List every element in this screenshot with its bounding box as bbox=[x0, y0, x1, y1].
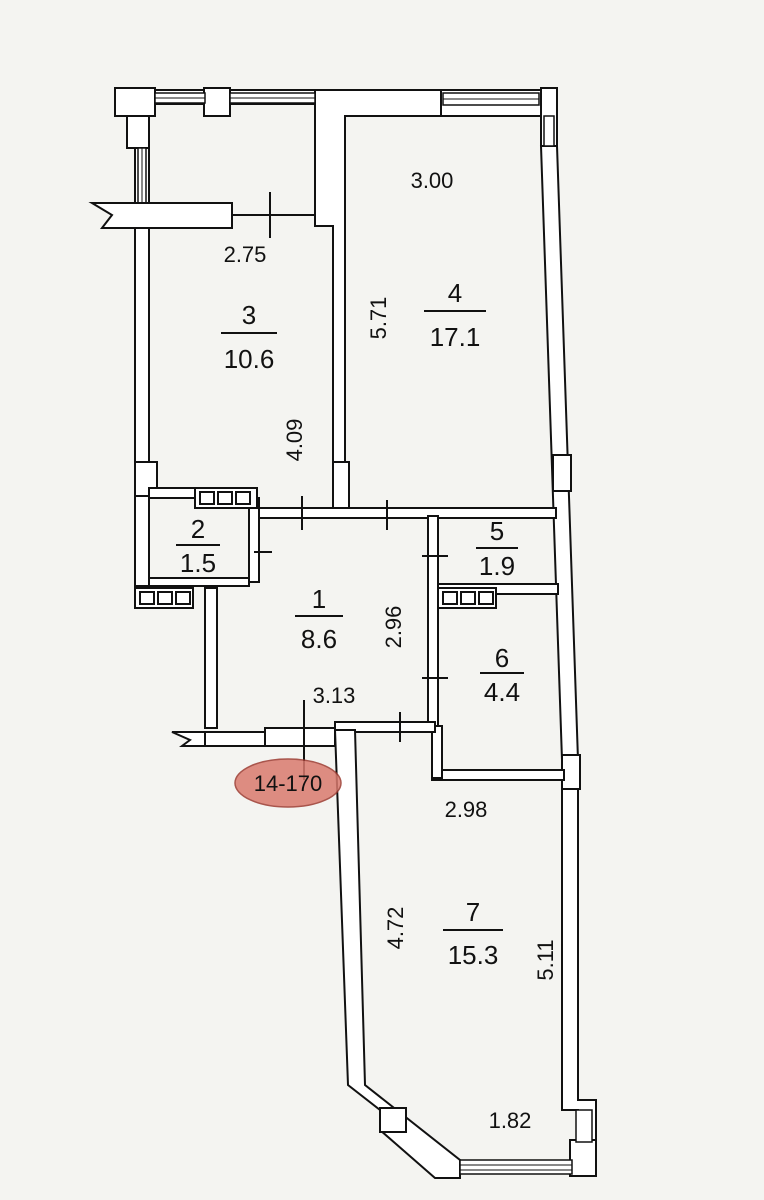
room-number: 2 bbox=[191, 514, 205, 544]
room-area: 1.5 bbox=[180, 548, 216, 578]
vent-ducts bbox=[134, 487, 497, 609]
room-number: 6 bbox=[495, 643, 509, 673]
room-number: 4 bbox=[448, 278, 462, 308]
dimension-room7-right-length: 5.11 bbox=[533, 939, 558, 980]
wall-room2-right bbox=[248, 497, 260, 583]
dimension-room4-width: 3.00 bbox=[411, 168, 454, 193]
wall-room6-left bbox=[431, 725, 443, 779]
dimension-room7-width: 2.98 bbox=[445, 797, 488, 822]
wall-corner bbox=[569, 1139, 597, 1177]
wall-pillar bbox=[552, 454, 572, 492]
window-room3-left bbox=[137, 147, 147, 209]
dimension-room3-width: 2.75 bbox=[224, 242, 267, 267]
room-area: 15.3 bbox=[448, 940, 499, 970]
window-room4-corner bbox=[543, 115, 555, 147]
walls bbox=[114, 87, 597, 1179]
room-label-6: 6 4.4 bbox=[480, 643, 524, 707]
window-room7 bbox=[459, 1159, 573, 1175]
balcony-arrow bbox=[88, 192, 315, 238]
wall-hall-right bbox=[427, 515, 439, 727]
room-label-2: 2 1.5 bbox=[176, 514, 220, 578]
room-label-7: 7 15.3 bbox=[443, 897, 503, 970]
room-number: 5 bbox=[490, 516, 504, 546]
room-label-5: 5 1.9 bbox=[476, 516, 518, 581]
room-number: 3 bbox=[242, 300, 256, 330]
room-label-4: 4 17.1 bbox=[424, 278, 486, 352]
dimensions: 2.75 4.09 3.00 5.71 2.96 3.13 2.98 4.72 … bbox=[224, 168, 558, 1133]
wall-room7-left bbox=[333, 729, 461, 1179]
entrance-arrow bbox=[171, 731, 206, 747]
vent-duct bbox=[437, 587, 497, 609]
wall-block bbox=[114, 87, 156, 117]
window-room3 bbox=[154, 92, 316, 104]
dimension-room3-length: 4.09 bbox=[282, 419, 307, 462]
dimension-room7-left-length: 4.72 bbox=[383, 907, 408, 950]
dimension-hall-width: 3.13 bbox=[313, 683, 356, 708]
room-label-1: 1 8.6 bbox=[295, 584, 343, 654]
wall-block bbox=[126, 115, 150, 149]
wall-room2-bottom bbox=[148, 577, 250, 587]
wall-pillar bbox=[379, 1107, 407, 1133]
wall-left-room2 bbox=[134, 495, 150, 587]
room-area: 17.1 bbox=[430, 322, 481, 352]
dimension-room7-window-width: 1.82 bbox=[489, 1108, 532, 1133]
wall-hall-bottom bbox=[334, 721, 436, 733]
room-area: 10.6 bbox=[224, 344, 275, 374]
dimension-hall-length: 2.96 bbox=[381, 606, 406, 649]
wall-hall-left bbox=[204, 587, 218, 729]
wall-pillar bbox=[203, 87, 231, 117]
wall-entrance-block bbox=[264, 727, 336, 747]
apartment-code-stamp: 14-170 bbox=[234, 758, 342, 808]
wall-room3-room4 bbox=[314, 89, 442, 463]
room-label-3: 3 10.6 bbox=[221, 300, 277, 374]
vent-duct bbox=[134, 587, 194, 609]
room-number: 1 bbox=[312, 584, 326, 614]
windows bbox=[137, 92, 593, 1175]
wall-room6-bottom bbox=[431, 769, 565, 781]
window-room7-side bbox=[575, 1109, 593, 1143]
wall-pillar bbox=[332, 461, 350, 515]
dimension-room4-length: 5.71 bbox=[366, 297, 391, 340]
room-number: 7 bbox=[466, 897, 480, 927]
room-area: 1.9 bbox=[479, 551, 515, 581]
wall-right-outer bbox=[539, 145, 597, 1176]
vent-duct bbox=[194, 487, 258, 509]
room-area: 8.6 bbox=[301, 624, 337, 654]
wall-room2-top bbox=[148, 487, 198, 499]
room-area: 4.4 bbox=[484, 677, 520, 707]
window-room4 bbox=[442, 92, 540, 106]
apartment-code: 14-170 bbox=[254, 771, 323, 796]
